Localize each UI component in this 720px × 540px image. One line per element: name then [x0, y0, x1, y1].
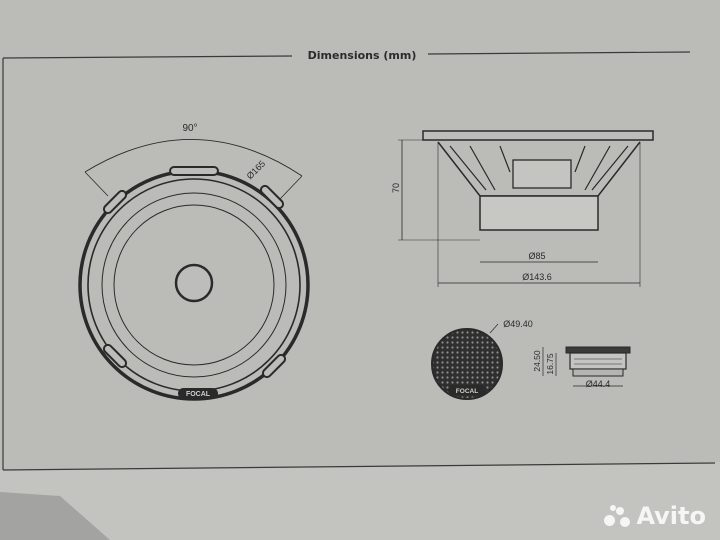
watermark: Avito [602, 502, 706, 530]
mounting-tab-top [169, 166, 219, 176]
angle-label: 90° [182, 123, 197, 134]
side-flange [422, 130, 654, 141]
surround-inner [113, 204, 275, 366]
woofer-side-view [398, 130, 654, 287]
watermark-logo-icon [602, 503, 632, 529]
side-terminals [512, 159, 572, 189]
mounting-tab-bottom-right [261, 353, 287, 379]
watermark-text: Avito [636, 502, 706, 530]
tweeter-body-diameter-label: Ø44.4 [586, 379, 611, 389]
mounting-tab-bottom-left [102, 343, 128, 369]
mounting-tab-top-right [259, 184, 285, 210]
drawing-title: Dimensions (mm) [308, 49, 417, 62]
tweeter-body-height-label: 16.75 [545, 353, 555, 375]
surround-outer [101, 192, 287, 378]
side-magnet [479, 195, 599, 231]
lower-paper-fold [0, 462, 720, 540]
tweeter-brand-badge: FOCAL [456, 388, 478, 395]
dust-cap [174, 263, 214, 303]
mounting-tab-top-left [102, 189, 128, 215]
tweeter-front-diameter-label: Ø49.40 [503, 319, 533, 329]
magnet-diameter-label: Ø85 [528, 251, 545, 261]
woofer-brand-badge: FOCAL [178, 388, 218, 399]
frame-diameter-label: Ø143.6 [522, 272, 552, 282]
tweeter-total-height-label: 24.50 [532, 350, 542, 372]
tweeter-grille [431, 328, 503, 400]
depth-label: 70 [391, 183, 401, 193]
svg-text:FOCAL: FOCAL [186, 391, 211, 398]
angle-arc [84, 139, 303, 177]
tweeter-front-view: FOCAL [431, 323, 503, 400]
tweeter-side-view [542, 346, 631, 387]
drawing-frame [2, 51, 716, 471]
torn-corner [0, 492, 110, 540]
